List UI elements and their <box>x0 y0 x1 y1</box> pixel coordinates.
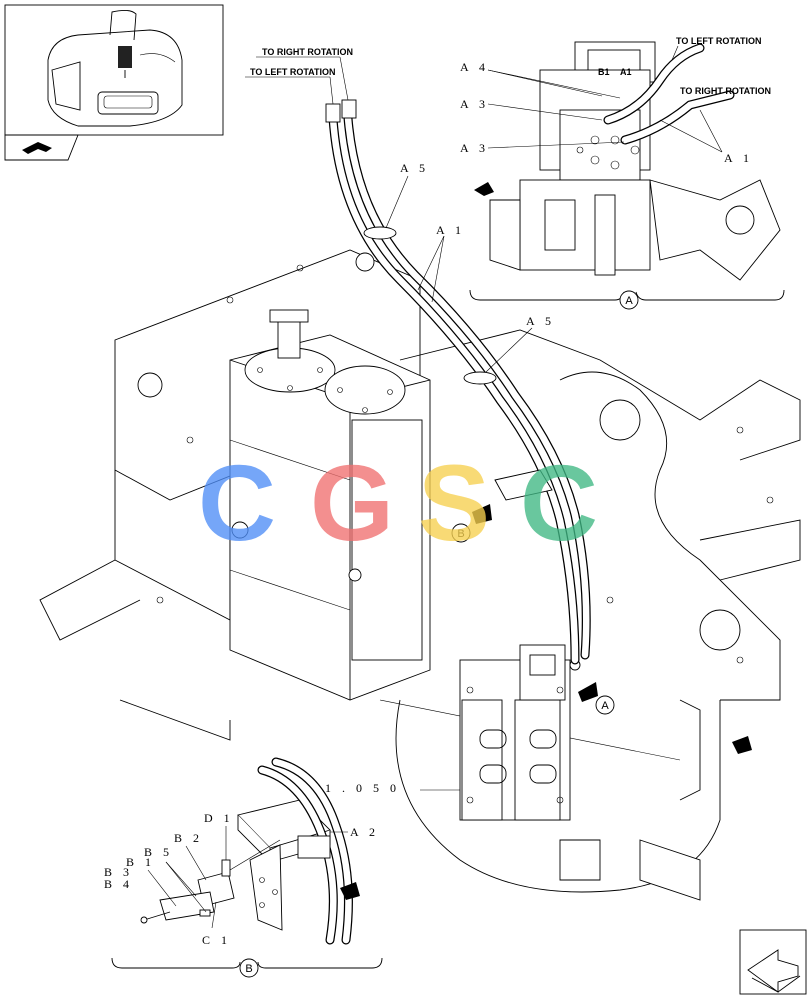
view-b-marker: B <box>245 963 252 975</box>
to-left-rotation-detail: TO LEFT ROTATION <box>676 36 762 46</box>
to-right-rotation-main: TO RIGHT ROTATION <box>262 47 353 57</box>
direction-arrow-icon-b <box>340 882 360 900</box>
label-b3: B 3 <box>104 865 133 879</box>
label-a1-main: A 1 <box>436 223 465 237</box>
detail-view-a: A B1 A1 A 4 A 3 A 3 A <box>460 36 785 310</box>
label-a5-upper: A 5 <box>400 161 429 175</box>
reference-1050: 1 . 0 5 0 <box>325 781 400 795</box>
to-left-rotation-main: TO LEFT ROTATION <box>250 67 336 77</box>
view-a-marker: A <box>625 295 633 307</box>
watermark-letter-1: C <box>198 442 276 563</box>
next-arrow-icon <box>747 949 799 993</box>
next-page-arrow[interactable] <box>739 929 807 995</box>
port-b1-label: B1 <box>598 67 610 77</box>
watermark-letter-2: G <box>310 442 394 563</box>
view-b-callout: B <box>457 528 464 540</box>
label-a2: A 2 <box>350 825 379 839</box>
direction-arrow-icon <box>474 182 494 196</box>
label-a4: A 4 <box>460 60 489 74</box>
watermark-letter-3: S <box>418 442 490 563</box>
control-valve: 1 . 0 5 0 A <box>325 644 615 821</box>
view-b-arrow-icon <box>472 504 492 524</box>
label-a1-detail: A 1 <box>724 151 753 165</box>
label-b4: B 4 <box>104 877 133 891</box>
label-d1: D 1 <box>204 811 234 825</box>
locator-tab <box>4 134 79 161</box>
label-c1: C 1 <box>202 933 231 947</box>
view-a-arrow-icon <box>578 682 598 702</box>
swing-hoses: TO RIGHT ROTATION TO LEFT ROTATION A 5 A… <box>245 47 591 665</box>
label-b1: B 1 <box>126 855 155 869</box>
label-a3-lower: A 3 <box>460 141 489 155</box>
label-a5-lower: A 5 <box>526 314 555 328</box>
direction-arrow-icon-right <box>732 736 752 754</box>
detail-view-b: B A 2 D 1 B 2 B 5 B 1 B <box>104 757 383 978</box>
hydraulic-tank <box>229 309 431 701</box>
view-a-callout: A <box>601 700 609 712</box>
watermark-letter-4: C <box>520 442 598 563</box>
machine-locator-inset <box>4 4 224 161</box>
view-arrow-icon <box>22 142 52 154</box>
to-right-rotation-detail: TO RIGHT ROTATION <box>680 86 771 96</box>
label-b2: B 2 <box>174 831 203 845</box>
watermark: C G S C <box>198 442 598 563</box>
port-a1-label: A1 <box>620 67 632 77</box>
label-b5: B 5 <box>144 845 173 859</box>
label-a3-upper: A 3 <box>460 97 489 111</box>
